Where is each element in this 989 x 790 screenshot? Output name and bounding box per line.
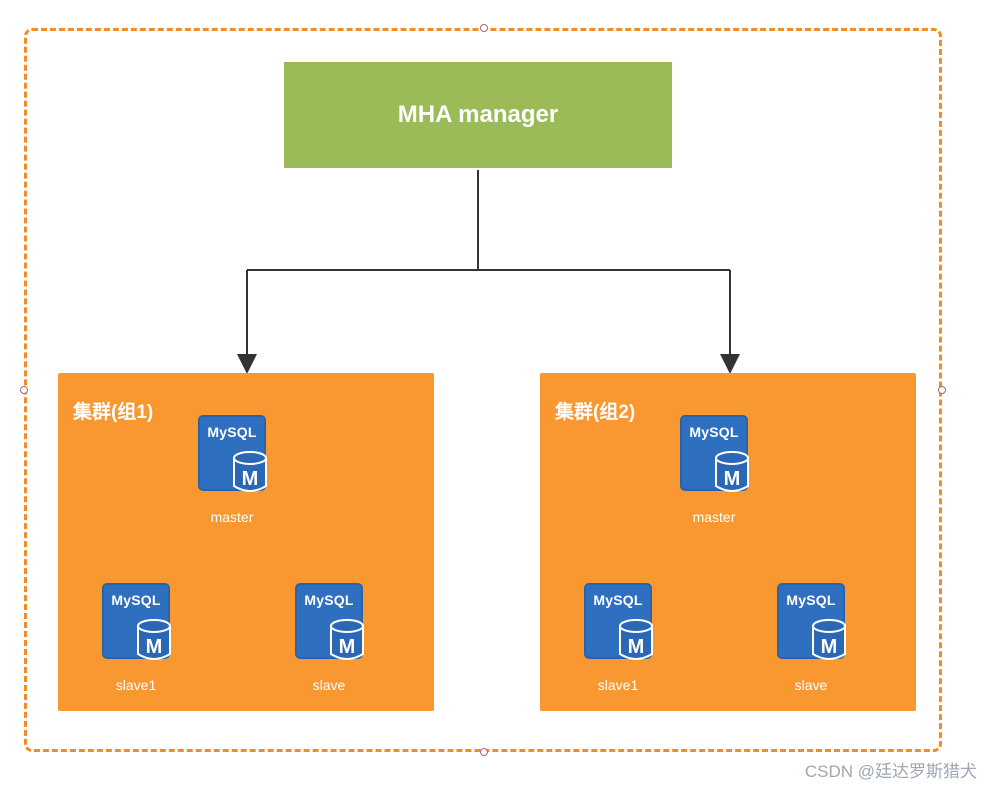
csdn-watermark: CSDN @廷达罗斯猎犬 xyxy=(804,762,977,781)
node-caption: master xyxy=(692,509,736,525)
database-cylinder-icon: M xyxy=(329,619,365,661)
master-role-marker: M xyxy=(146,636,163,658)
mysql-database-icon: MySQL M xyxy=(295,583,365,661)
node-caption: slave xyxy=(312,677,346,693)
mha-manager-box: MHA manager xyxy=(284,62,672,168)
mysql-database-icon: MySQL M xyxy=(198,415,268,493)
database-cylinder-icon: M xyxy=(714,451,750,493)
master-role-marker: M xyxy=(242,468,259,490)
mysql-database-icon: MySQL M xyxy=(584,583,654,661)
mysql-product-label: MySQL xyxy=(111,592,161,608)
mysql-product-label: MySQL xyxy=(689,424,739,440)
mysql-slave-node: MySQL M slave1 xyxy=(95,583,177,693)
mysql-product-label: MySQL xyxy=(786,592,836,608)
mysql-master-node: MySQL M master xyxy=(191,415,273,525)
node-caption: master xyxy=(210,509,254,525)
selection-handle-top[interactable] xyxy=(480,24,488,32)
cluster-group-1: 集群(组1) MySQL M master MySQL xyxy=(58,373,434,711)
mha-manager-label: MHA manager xyxy=(397,101,559,128)
mysql-slave-node: MySQL M slave xyxy=(770,583,852,693)
mysql-product-label: MySQL xyxy=(304,592,354,608)
master-role-marker: M xyxy=(724,468,741,490)
master-role-marker: M xyxy=(628,636,645,658)
mysql-product-label: MySQL xyxy=(593,592,643,608)
node-caption: slave1 xyxy=(115,677,157,693)
mysql-database-icon: MySQL M xyxy=(680,415,750,493)
database-cylinder-icon: M xyxy=(811,619,847,661)
master-role-marker: M xyxy=(339,636,356,658)
node-caption: slave xyxy=(794,677,828,693)
node-caption: slave1 xyxy=(597,677,639,693)
selection-handle-left[interactable] xyxy=(20,386,28,394)
selection-handle-bottom[interactable] xyxy=(480,748,488,756)
cluster-title: 集群(组2) xyxy=(555,402,636,423)
mysql-database-icon: MySQL M xyxy=(102,583,172,661)
mysql-slave-node: MySQL M slave xyxy=(288,583,370,693)
mysql-slave-node: MySQL M slave1 xyxy=(577,583,659,693)
master-role-marker: M xyxy=(821,636,838,658)
database-cylinder-icon: M xyxy=(136,619,172,661)
database-cylinder-icon: M xyxy=(618,619,654,661)
mysql-database-icon: MySQL M xyxy=(777,583,847,661)
selection-handle-right[interactable] xyxy=(938,386,946,394)
database-cylinder-icon: M xyxy=(232,451,268,493)
cluster-group-2: 集群(组2) MySQL M master MySQL xyxy=(540,373,916,711)
cluster-title: 集群(组1) xyxy=(73,402,154,423)
mysql-product-label: MySQL xyxy=(207,424,257,440)
mysql-master-node: MySQL M master xyxy=(673,415,755,525)
